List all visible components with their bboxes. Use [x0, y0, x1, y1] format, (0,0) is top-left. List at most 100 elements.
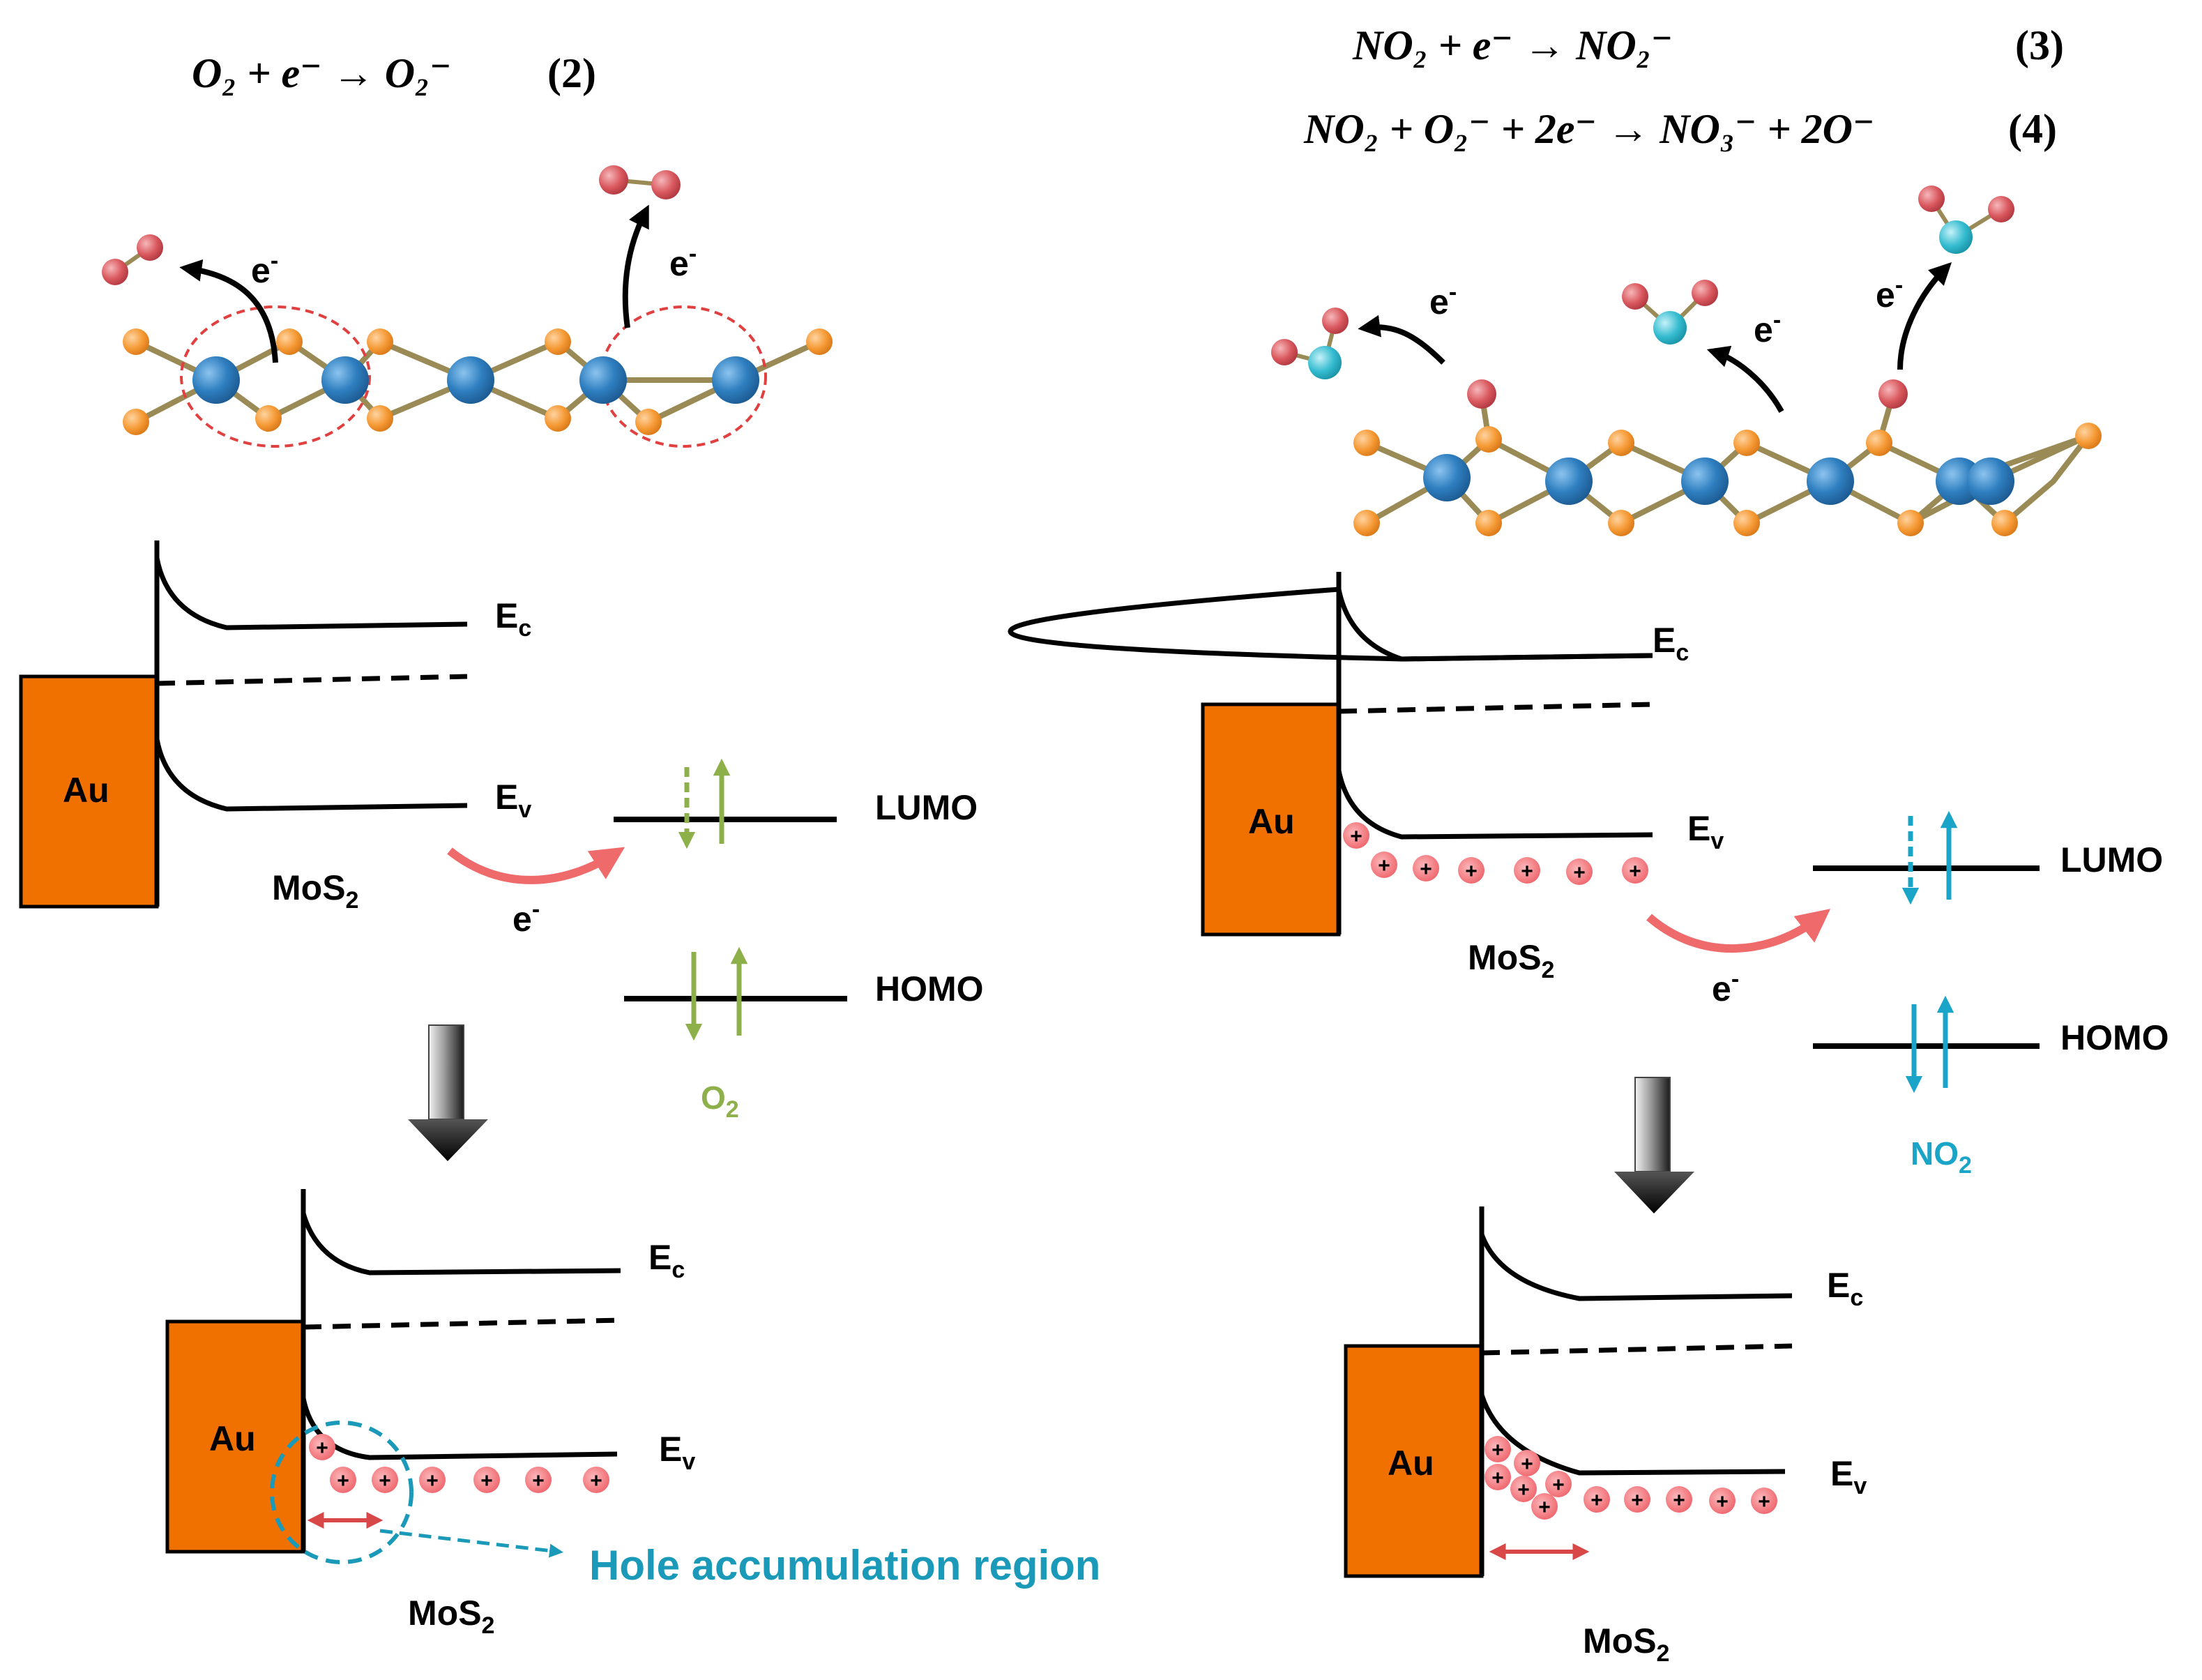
- svg-text:+: +: [1491, 1439, 1504, 1462]
- nitrogen-dioxide-molecule: [1271, 308, 1349, 379]
- electron-transfer-arrow: [1706, 345, 1784, 413]
- hole: +: [1584, 1486, 1610, 1513]
- svg-text:+: +: [1538, 1496, 1551, 1519]
- svg-text:+: +: [337, 1469, 349, 1492]
- mos2-lattice-left: [123, 305, 833, 448]
- conduction-band: [1336, 589, 1653, 662]
- hole: +: [1531, 1493, 1558, 1520]
- svg-text:+: +: [532, 1469, 545, 1492]
- hole-accumulation-circle: [270, 1421, 413, 1564]
- valence-band: [301, 1398, 618, 1460]
- electron-transfer-arrow: [622, 204, 649, 328]
- valence-band-label: Ev: [495, 778, 531, 823]
- fermi-level: [1481, 1343, 1793, 1356]
- svg-text:+: +: [1631, 1489, 1643, 1512]
- hole-region-pointer: [379, 1529, 563, 1558]
- hole: +: [1485, 1436, 1511, 1462]
- hole: +: [419, 1467, 446, 1493]
- svg-text:+: +: [1420, 858, 1432, 881]
- mos2-lattice-right: [1353, 379, 2102, 536]
- process-down-arrow: [1614, 1077, 1694, 1213]
- electron-label: e-: [512, 896, 540, 939]
- fermi-level: [156, 674, 468, 686]
- hole: +: [1510, 1476, 1537, 1502]
- hole: +: [1343, 822, 1369, 849]
- conduction-band: [1008, 587, 1653, 662]
- hole: +: [473, 1467, 500, 1493]
- equation-4-number: (4): [2008, 106, 2057, 152]
- hole: +: [1514, 857, 1540, 884]
- gold-electrode: [19, 674, 159, 909]
- svg-text:+: +: [1378, 854, 1390, 877]
- electron-label: e-: [669, 241, 697, 283]
- fermi-level: [1338, 702, 1653, 714]
- hole: +: [330, 1467, 356, 1493]
- svg-text:+: +: [1716, 1490, 1729, 1513]
- svg-text:+: +: [590, 1469, 602, 1492]
- svg-text:+: +: [1465, 860, 1478, 883]
- equation-3-number: (3): [2015, 22, 2064, 68]
- electron-transfer-arrow: [179, 259, 278, 363]
- nitrogen-dioxide-molecule: [1622, 280, 1718, 345]
- electron-transfer-arrow: [1897, 262, 1952, 370]
- charge-transfer-arrow: [447, 847, 625, 884]
- hole: +: [525, 1467, 552, 1493]
- hole: +: [372, 1467, 398, 1493]
- mos2-label: MoS2: [1583, 1621, 1669, 1667]
- equation-2-number: (2): [547, 50, 596, 96]
- conduction-band: [301, 1213, 621, 1276]
- svg-text:+: +: [379, 1469, 391, 1492]
- process-down-arrow: [408, 1024, 488, 1161]
- hole: +: [1666, 1486, 1692, 1513]
- mos2-label: MoS2: [408, 1594, 494, 1639]
- conduction-band-label: Ec: [648, 1238, 685, 1283]
- hole: +: [1485, 1464, 1511, 1490]
- electron-label: e-: [1429, 279, 1457, 321]
- oxygen-gas-label: O2: [701, 1080, 739, 1123]
- conduction-band-label: Ec: [1827, 1266, 1863, 1311]
- hole: +: [1624, 1486, 1650, 1513]
- svg-text:+: +: [316, 1437, 328, 1460]
- svg-text:+: +: [1350, 825, 1362, 848]
- hole: +: [309, 1434, 335, 1460]
- hole: +: [1751, 1488, 1777, 1514]
- valence-band-label: Ev: [1687, 809, 1724, 854]
- valence-band: [1336, 770, 1653, 840]
- svg-text:+: +: [1629, 860, 1641, 883]
- lumo-label: LUMO: [2060, 840, 2163, 879]
- svg-text:+: +: [426, 1469, 439, 1492]
- mos2-label: MoS2: [272, 868, 358, 914]
- equation-4: NO₂ + O₂⁻ + 2e⁻ → NO₃⁻ + 2O⁻: [1303, 106, 1875, 153]
- conduction-band-label: Ec: [495, 596, 531, 642]
- hole: +: [1514, 1450, 1540, 1476]
- gold-electrode: [165, 1319, 305, 1554]
- conduction-band: [1479, 1233, 1793, 1301]
- hole-accumulation-label: Hole accumulation region: [589, 1542, 1100, 1589]
- electron-label: e-: [251, 248, 278, 290]
- gold-label: Au: [1388, 1444, 1434, 1483]
- conduction-band-label: Ec: [1653, 621, 1689, 666]
- homo-label: HOMO: [875, 969, 984, 1008]
- valence-band: [1479, 1393, 1786, 1476]
- svg-text:+: +: [1552, 1474, 1565, 1497]
- gold-label: Au: [63, 771, 109, 810]
- svg-text:+: +: [1491, 1467, 1504, 1490]
- svg-text:+: +: [1521, 1453, 1533, 1476]
- valence-band-label: Ev: [659, 1430, 695, 1475]
- hole-set-right-top: + + + + + + +: [1343, 822, 1648, 885]
- nitrogen-dioxide-molecule: [1918, 186, 2014, 254]
- lumo-label: LUMO: [875, 788, 978, 827]
- electron-label: e-: [1712, 966, 1739, 1008]
- hole: +: [1413, 855, 1439, 881]
- conduction-band: [154, 557, 468, 630]
- interaction-site-circle: [180, 305, 371, 448]
- hole-set-left: + + + + + + +: [309, 1434, 609, 1493]
- hole: +: [1622, 857, 1648, 884]
- svg-text:+: +: [1573, 861, 1586, 884]
- electron-label: e-: [1876, 272, 1903, 315]
- nitrogen-dioxide-gas-label: NO2: [1911, 1135, 1972, 1179]
- valence-band-label: Ev: [1830, 1454, 1867, 1499]
- hole: +: [583, 1467, 609, 1493]
- gold-label: Au: [1248, 802, 1295, 841]
- electron-label: e-: [1754, 307, 1781, 349]
